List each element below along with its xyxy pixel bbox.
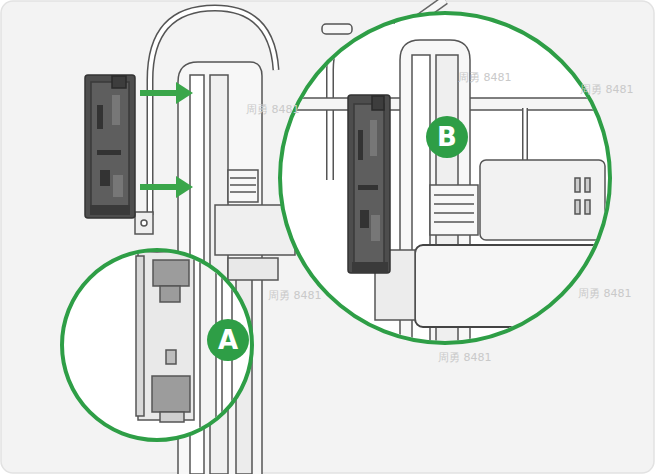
- watermark: 周勇 8481: [580, 84, 634, 95]
- watermark: 周勇 8481: [268, 290, 322, 301]
- watermark: 周勇 8481: [246, 104, 300, 115]
- callout-letter: B: [437, 124, 457, 150]
- move-arrow: [140, 82, 193, 198]
- badge-fill: [426, 116, 468, 158]
- watermark: 周勇 8481: [438, 352, 492, 363]
- inset-a: [62, 240, 252, 460]
- badge-fill: [207, 319, 249, 361]
- watermark: 周勇 8481: [578, 288, 632, 299]
- callout-badge: A: [207, 319, 249, 361]
- callout-badge: B: [426, 116, 468, 158]
- inset-b: [280, 13, 620, 360]
- watermark: 周勇 8481: [458, 72, 512, 83]
- callout-letter: A: [218, 327, 238, 353]
